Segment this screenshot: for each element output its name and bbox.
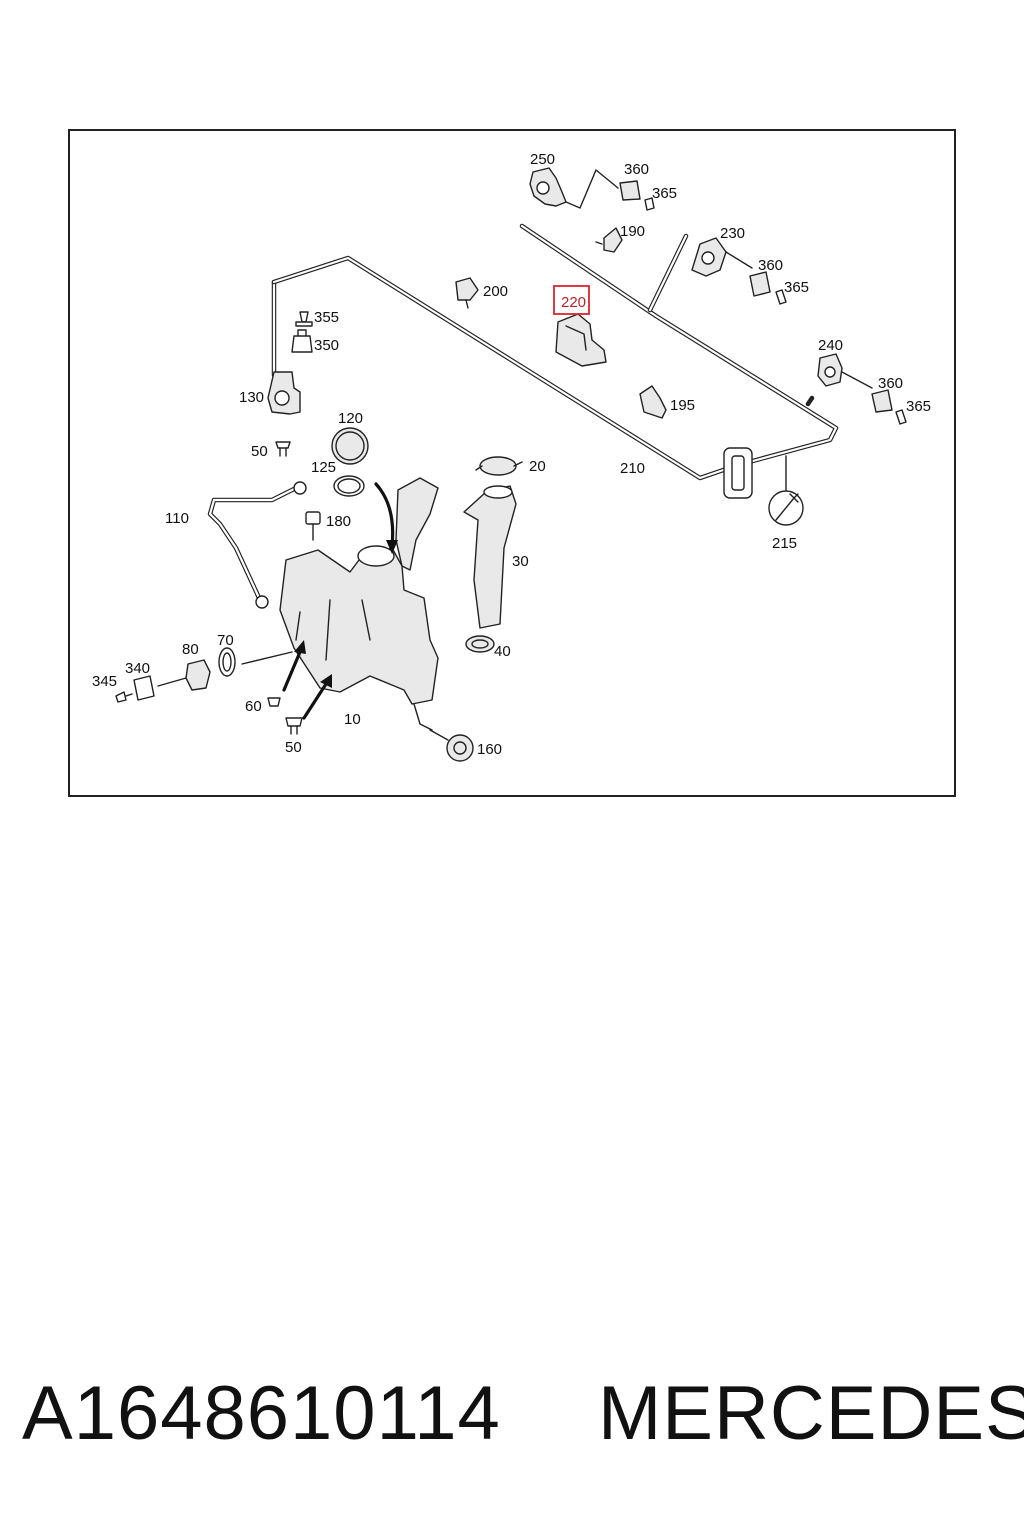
callout-200: 200 (483, 283, 508, 300)
clip-195[interactable] (639, 385, 667, 419)
callout-220: 220 (561, 294, 586, 311)
callout-10: 10 (344, 711, 361, 728)
callout-160: 160 (477, 741, 502, 758)
washer-pump-130[interactable] (267, 371, 301, 415)
grommet-210[interactable] (723, 447, 753, 499)
callout-365-top: 365 (652, 185, 677, 202)
check-valve-360-low[interactable] (871, 389, 907, 425)
footer: A1648610114 MERCEDES (0, 1370, 1024, 1470)
seal-70[interactable] (218, 647, 293, 677)
callout-340: 340 (125, 660, 150, 677)
highlight-box-220 (553, 285, 590, 315)
grommet-160[interactable] (429, 729, 474, 762)
clip-200[interactable] (455, 277, 479, 309)
cap-355[interactable] (295, 311, 313, 327)
diagram-frame (68, 129, 956, 797)
callout-360-low: 360 (878, 375, 903, 392)
screw-50-top[interactable] (275, 441, 291, 457)
callout-180: 180 (326, 513, 351, 530)
callout-250: 250 (530, 151, 555, 168)
callout-215: 215 (772, 535, 797, 552)
callout-60: 60 (245, 698, 262, 715)
cap-120[interactable] (331, 427, 369, 465)
nozzle-240[interactable] (817, 353, 873, 389)
filler-neck-30[interactable] (463, 485, 517, 629)
screw-50-bottom[interactable] (285, 717, 303, 735)
callout-130: 130 (239, 389, 264, 406)
filler-cap-20[interactable] (475, 456, 523, 476)
part-number: A1648610114 (22, 1371, 501, 1456)
callout-190: 190 (620, 223, 645, 240)
bracket-220[interactable] (555, 313, 607, 367)
level-sensor-80[interactable] (157, 659, 211, 691)
callout-365-low: 365 (906, 398, 931, 415)
nozzle-250[interactable] (529, 167, 619, 209)
grommet-40[interactable] (465, 635, 495, 653)
seal-ring-125[interactable] (333, 475, 365, 497)
callout-20: 20 (529, 458, 546, 475)
callout-345: 345 (92, 673, 117, 690)
callout-350: 350 (314, 337, 339, 354)
assembly-arrows (282, 482, 398, 720)
callout-355: 355 (314, 309, 339, 326)
washer-reservoir-10[interactable] (279, 477, 439, 731)
wrench-symbol-215 (768, 455, 804, 526)
bolt-180[interactable] (305, 511, 321, 541)
hose-110[interactable] (207, 481, 307, 609)
connector-350[interactable] (291, 329, 313, 353)
callout-195: 195 (670, 397, 695, 414)
nozzle-230[interactable] (691, 237, 753, 277)
washer-hose-line (271, 223, 839, 481)
callout-125: 125 (311, 459, 336, 476)
callout-230: 230 (720, 225, 745, 242)
callout-40: 40 (494, 643, 511, 660)
clip-190[interactable] (595, 227, 623, 253)
screw-60[interactable] (267, 697, 281, 707)
callout-70: 70 (217, 632, 234, 649)
check-valve-360-top[interactable] (619, 180, 655, 211)
callout-360-mid: 360 (758, 257, 783, 274)
check-valve-360-mid[interactable] (749, 271, 787, 305)
connector-340[interactable] (133, 675, 155, 701)
callout-360-top: 360 (624, 161, 649, 178)
callout-210: 210 (620, 460, 645, 477)
callout-365-mid: 365 (784, 279, 809, 296)
callout-80: 80 (182, 641, 199, 658)
cap-345[interactable] (115, 691, 133, 703)
callout-50-top: 50 (251, 443, 268, 460)
manufacturer-name: MERCEDES (598, 1371, 1024, 1456)
callout-30: 30 (512, 553, 529, 570)
callout-120: 120 (338, 410, 363, 427)
callout-110: 110 (165, 510, 189, 527)
callout-240: 240 (818, 337, 843, 354)
callout-50-bottom: 50 (285, 739, 302, 756)
